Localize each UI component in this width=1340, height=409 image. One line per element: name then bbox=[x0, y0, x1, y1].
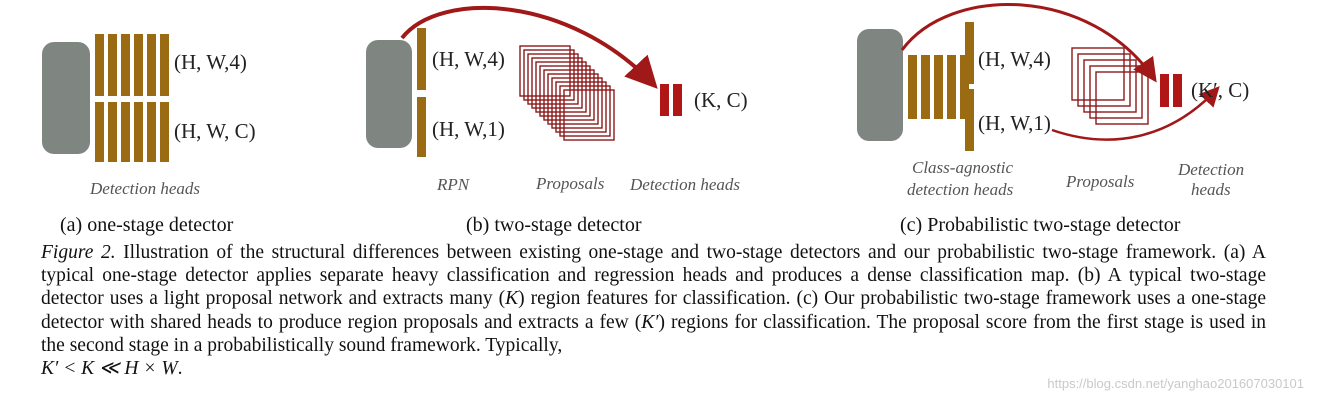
label-b-proposals: Proposals bbox=[535, 174, 605, 193]
stage1-bar-top bbox=[965, 22, 974, 84]
subcaption-a: (a) one-stage detector bbox=[60, 214, 234, 236]
backbone-b bbox=[366, 40, 412, 148]
panel-c: (H, W,4) (H, W,1) (K′, C) Class-agnostic… bbox=[857, 3, 1249, 236]
label-a-bottom: (H, W, C) bbox=[174, 119, 256, 143]
panel-b: (H, W,4) (H, W,1) (K, C) bbox=[366, 5, 748, 236]
caption-text-1: Illustration of the structural differenc… bbox=[41, 242, 1267, 310]
caption-text-2: ) region features for classification. (c… bbox=[41, 288, 1267, 333]
caption-final-end: . bbox=[177, 358, 183, 380]
subcaption-b: (b) two-stage detector bbox=[466, 214, 642, 236]
output-c bbox=[1160, 74, 1182, 107]
caption-math-kprime: K′ bbox=[641, 311, 659, 333]
caption-final-math: K′ < K ≪ H × W bbox=[41, 358, 178, 380]
caption-text-3: ) regions for classification. The propos… bbox=[41, 311, 1267, 356]
figure-diagram: (H, W,4) (H, W, C) Detection heads (a) o… bbox=[42, 3, 1249, 236]
figure-caption: Figure 2. Illustration of the structural… bbox=[41, 241, 1266, 380]
panel-a: (H, W,4) (H, W, C) Detection heads (a) o… bbox=[42, 34, 256, 236]
label-c-output: (K′, C) bbox=[1191, 78, 1249, 102]
arrow-c-top bbox=[900, 3, 1157, 83]
figure-label: Figure 2. bbox=[41, 242, 116, 263]
rpn-bar-top bbox=[417, 28, 426, 90]
output-b bbox=[660, 84, 682, 116]
label-c-agnostic-2: detection heads bbox=[907, 180, 1014, 199]
label-c-heads-2: heads bbox=[1191, 180, 1231, 199]
label-c-heads-1: Detection bbox=[1177, 160, 1244, 179]
proposals-c bbox=[1071, 47, 1149, 125]
label-b-top: (H, W,4) bbox=[432, 47, 505, 71]
agnostic-heads bbox=[908, 55, 969, 119]
stage1-bar-bottom bbox=[965, 89, 974, 151]
label-b-bottom: (H, W,1) bbox=[432, 117, 505, 141]
label-c-proposals: Proposals bbox=[1065, 172, 1135, 191]
label-c-agnostic-1: Class-agnostic bbox=[912, 158, 1014, 177]
caption-math-k: K bbox=[505, 288, 519, 310]
label-b-heads: Detection heads bbox=[629, 175, 740, 194]
arrow-b bbox=[400, 5, 658, 89]
rpn-bar-bottom bbox=[417, 97, 426, 157]
proposals-b bbox=[519, 45, 615, 141]
heads-a-bottom bbox=[95, 102, 169, 162]
subcaption-c: (c) Probabilistic two-stage detector bbox=[900, 214, 1181, 236]
backbone-c bbox=[857, 29, 903, 141]
label-a-top: (H, W,4) bbox=[174, 50, 247, 74]
label-c-bottom: (H, W,1) bbox=[978, 111, 1051, 135]
backbone-a bbox=[42, 42, 90, 154]
watermark-text: https://blog.csdn.net/yanghao20160703010… bbox=[1047, 376, 1304, 391]
label-b-rpn: RPN bbox=[436, 175, 471, 194]
heads-a-top bbox=[95, 34, 169, 96]
label-b-output: (K, C) bbox=[694, 88, 748, 112]
arrow-c-bottom bbox=[1051, 86, 1220, 141]
label-c-top: (H, W,4) bbox=[978, 47, 1051, 71]
label-a-heads: Detection heads bbox=[89, 179, 200, 198]
